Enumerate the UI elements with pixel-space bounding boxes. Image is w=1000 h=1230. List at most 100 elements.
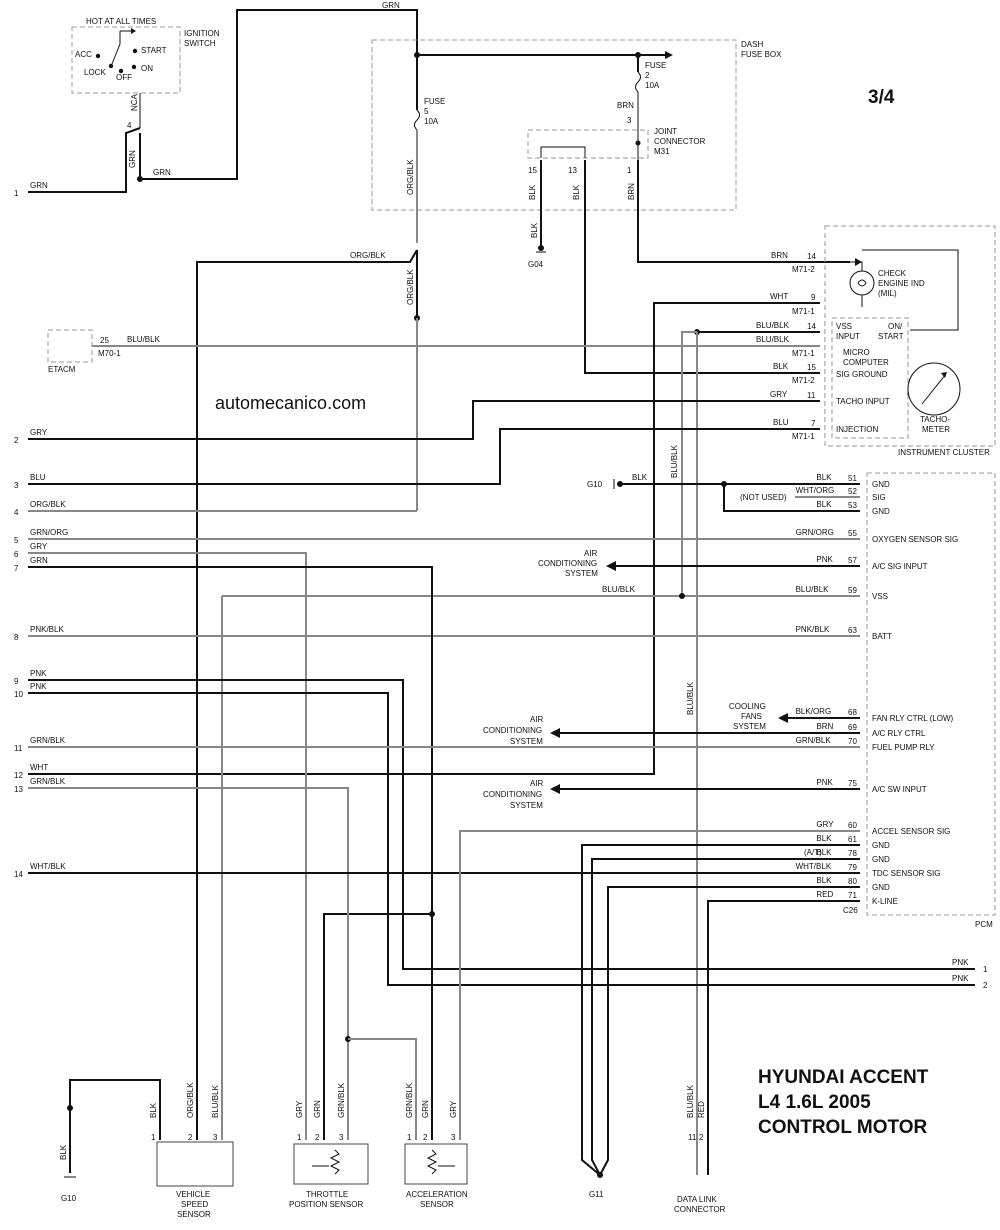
ignition-pos-off: OFF: [116, 73, 132, 82]
left-wire-num-7: 7: [14, 564, 19, 573]
cooling-fans-3: SYSTEM: [733, 722, 766, 731]
fuse5-rating: 10A: [424, 117, 439, 126]
cl-pin-11: 11: [807, 391, 816, 400]
micro-computer-box: [831, 317, 909, 439]
left-wire-color-13: GRN/BLK: [30, 777, 66, 786]
dlc-pin-11: 11: [688, 1133, 697, 1142]
pcm-pin-69: 69: [848, 723, 857, 732]
pcm-pin-57: 57: [848, 556, 857, 565]
left-wire-color-5: GRN/ORG: [30, 528, 68, 537]
aps-wire-1: GRN/BLK: [405, 1082, 414, 1118]
left-wire-num-6: 6: [14, 550, 19, 559]
data-link-connector: DATA LINK CONNECTOR: [674, 1195, 726, 1214]
wire-blu-blk-down: [681, 331, 697, 596]
dlc-name-2: CONNECTOR: [674, 1205, 726, 1214]
wire-pnk-10: [28, 692, 975, 986]
wire-grn-blk-13: [28, 787, 349, 1140]
right-wire-color-1: PNK: [952, 958, 969, 967]
wire-org-blk-vss: [196, 249, 418, 1140]
pcm-pin-70: 70: [848, 737, 857, 746]
ignition-pos-lock: LOCK: [84, 68, 106, 77]
cooling-fans-2: FANS: [741, 712, 762, 721]
wire-grn-label-v: GRN: [128, 150, 137, 168]
pcm-wire-80: BLK: [816, 876, 832, 885]
pcm-label-75: A/C SW INPUT: [872, 785, 927, 794]
not-used-label: (NOT USED): [740, 493, 787, 502]
ground-g10-b: G10: [61, 1194, 77, 1203]
fuse5-number: 5: [424, 107, 429, 116]
title-line-2: L4 1.6L 2005: [758, 1092, 871, 1113]
pcm-label-70: FUEL PUMP RLY: [872, 743, 935, 752]
watermark-text: automecanico.com: [215, 393, 366, 413]
wire-brn-mil: [637, 160, 850, 263]
dlc-wire-2: RED: [697, 1101, 706, 1118]
wire-gry-tacho: [28, 400, 820, 440]
ac-system-1b: CONDITIONING: [538, 559, 597, 568]
pcm-label-63: BATT: [872, 632, 892, 641]
cluster-label: INSTRUMENT CLUSTER: [898, 448, 990, 457]
vss-pin-1: 1: [151, 1133, 156, 1142]
ac-system-3b: CONDITIONING: [483, 790, 542, 799]
pcm-label-79: TDC SENSOR SIG: [872, 869, 940, 878]
pcm-label-57: A/C SIG INPUT: [872, 562, 928, 571]
cluster-outline: [824, 225, 996, 447]
cl-pin-7: 7: [811, 419, 816, 428]
pcm-wire-61: BLK: [816, 834, 832, 843]
wire-blu-blk-vss-lbl: BLU/BLK: [602, 585, 636, 594]
pcm-connector: C26: [843, 906, 858, 915]
ac-system-3c: SYSTEM: [510, 801, 543, 810]
aps-wire-3: GRY: [449, 1100, 458, 1118]
pcm-label-55: OXYGEN SENSOR SIG: [872, 535, 958, 544]
pcm-wire-79: WHT/BLK: [796, 862, 832, 871]
wire-blk-g10: BLK: [632, 473, 648, 482]
pcm-pin-53: 53: [848, 501, 857, 510]
tps-wire-2: GRN: [313, 1100, 322, 1118]
cl-pin-14a: 14: [807, 252, 816, 261]
onstart-2: START: [878, 332, 904, 341]
pcm-wire-71: RED: [816, 890, 833, 899]
left-wire-num-10: 10: [14, 690, 23, 699]
joint-pin-15: 15: [528, 166, 537, 175]
aps-box: [404, 1143, 468, 1185]
title-line-3: CONTROL MOTOR: [758, 1117, 928, 1138]
tacho-input-label: TACHO INPUT: [836, 397, 890, 406]
left-wire-num-1: 1: [14, 189, 19, 198]
pcm-wire-75: PNK: [816, 778, 833, 787]
aps-pin-1: 1: [407, 1133, 412, 1142]
wire-grn-label-top: GRN: [382, 1, 400, 10]
pcm-label-78: GND: [872, 855, 890, 864]
cl-conn-e: M71-1: [792, 432, 815, 441]
pcm-wire-52: WHT/ORG: [796, 486, 835, 495]
micro-1: MICRO: [843, 348, 870, 357]
dash-fuse-box: DASH FUSE BOX FUSE 5 10A FUSE 2 10A BRN …: [371, 39, 782, 211]
cl-pin-15: 15: [807, 363, 816, 372]
left-wire-color-1: GRN: [30, 181, 48, 190]
pcm-wire-60: GRY: [816, 820, 834, 829]
tps-pin-1: 1: [297, 1133, 302, 1142]
vss-pin-2: 2: [188, 1133, 193, 1142]
check-engine-bulb: [849, 270, 875, 296]
right-wire-num-2: 2: [983, 981, 988, 990]
ground-g04: G04: [528, 260, 544, 269]
etacm: ETACM 25 M70-1: [47, 329, 121, 374]
left-wire-color-2: GRY: [30, 428, 48, 437]
wire-grn-label-a: GRN: [153, 168, 171, 177]
check-engine-2: ENGINE IND: [878, 279, 925, 288]
wire-org-blk-v1: ORG/BLK: [406, 159, 415, 195]
left-wire-num-14: 14: [14, 870, 23, 879]
left-wire-color-6: GRY: [30, 542, 48, 551]
pcm-label-53: GND: [872, 507, 890, 516]
left-wire-num-12: 12: [14, 771, 23, 780]
tacho-2: METER: [922, 425, 950, 434]
tacho-1: TACHO-: [920, 415, 950, 424]
pcm-wire-51: BLK: [816, 473, 832, 482]
aps-name-1: ACCELERATION: [406, 1190, 468, 1199]
pcm-pin-61: 61: [848, 835, 857, 844]
sensor-pins: 1BLK2ORG/BLK3BLU/BLK1GRY2GRN3GRN/BLK1GRN…: [149, 1082, 706, 1142]
left-wire-num-4: 4: [14, 508, 19, 517]
wire-grn-top: [140, 9, 418, 180]
pcm-label-61: GND: [872, 841, 890, 850]
pcm-pin-79: 79: [848, 863, 857, 872]
pcm-pin-59: 59: [848, 586, 857, 595]
vss-wire-2: ORG/BLK: [186, 1082, 195, 1118]
